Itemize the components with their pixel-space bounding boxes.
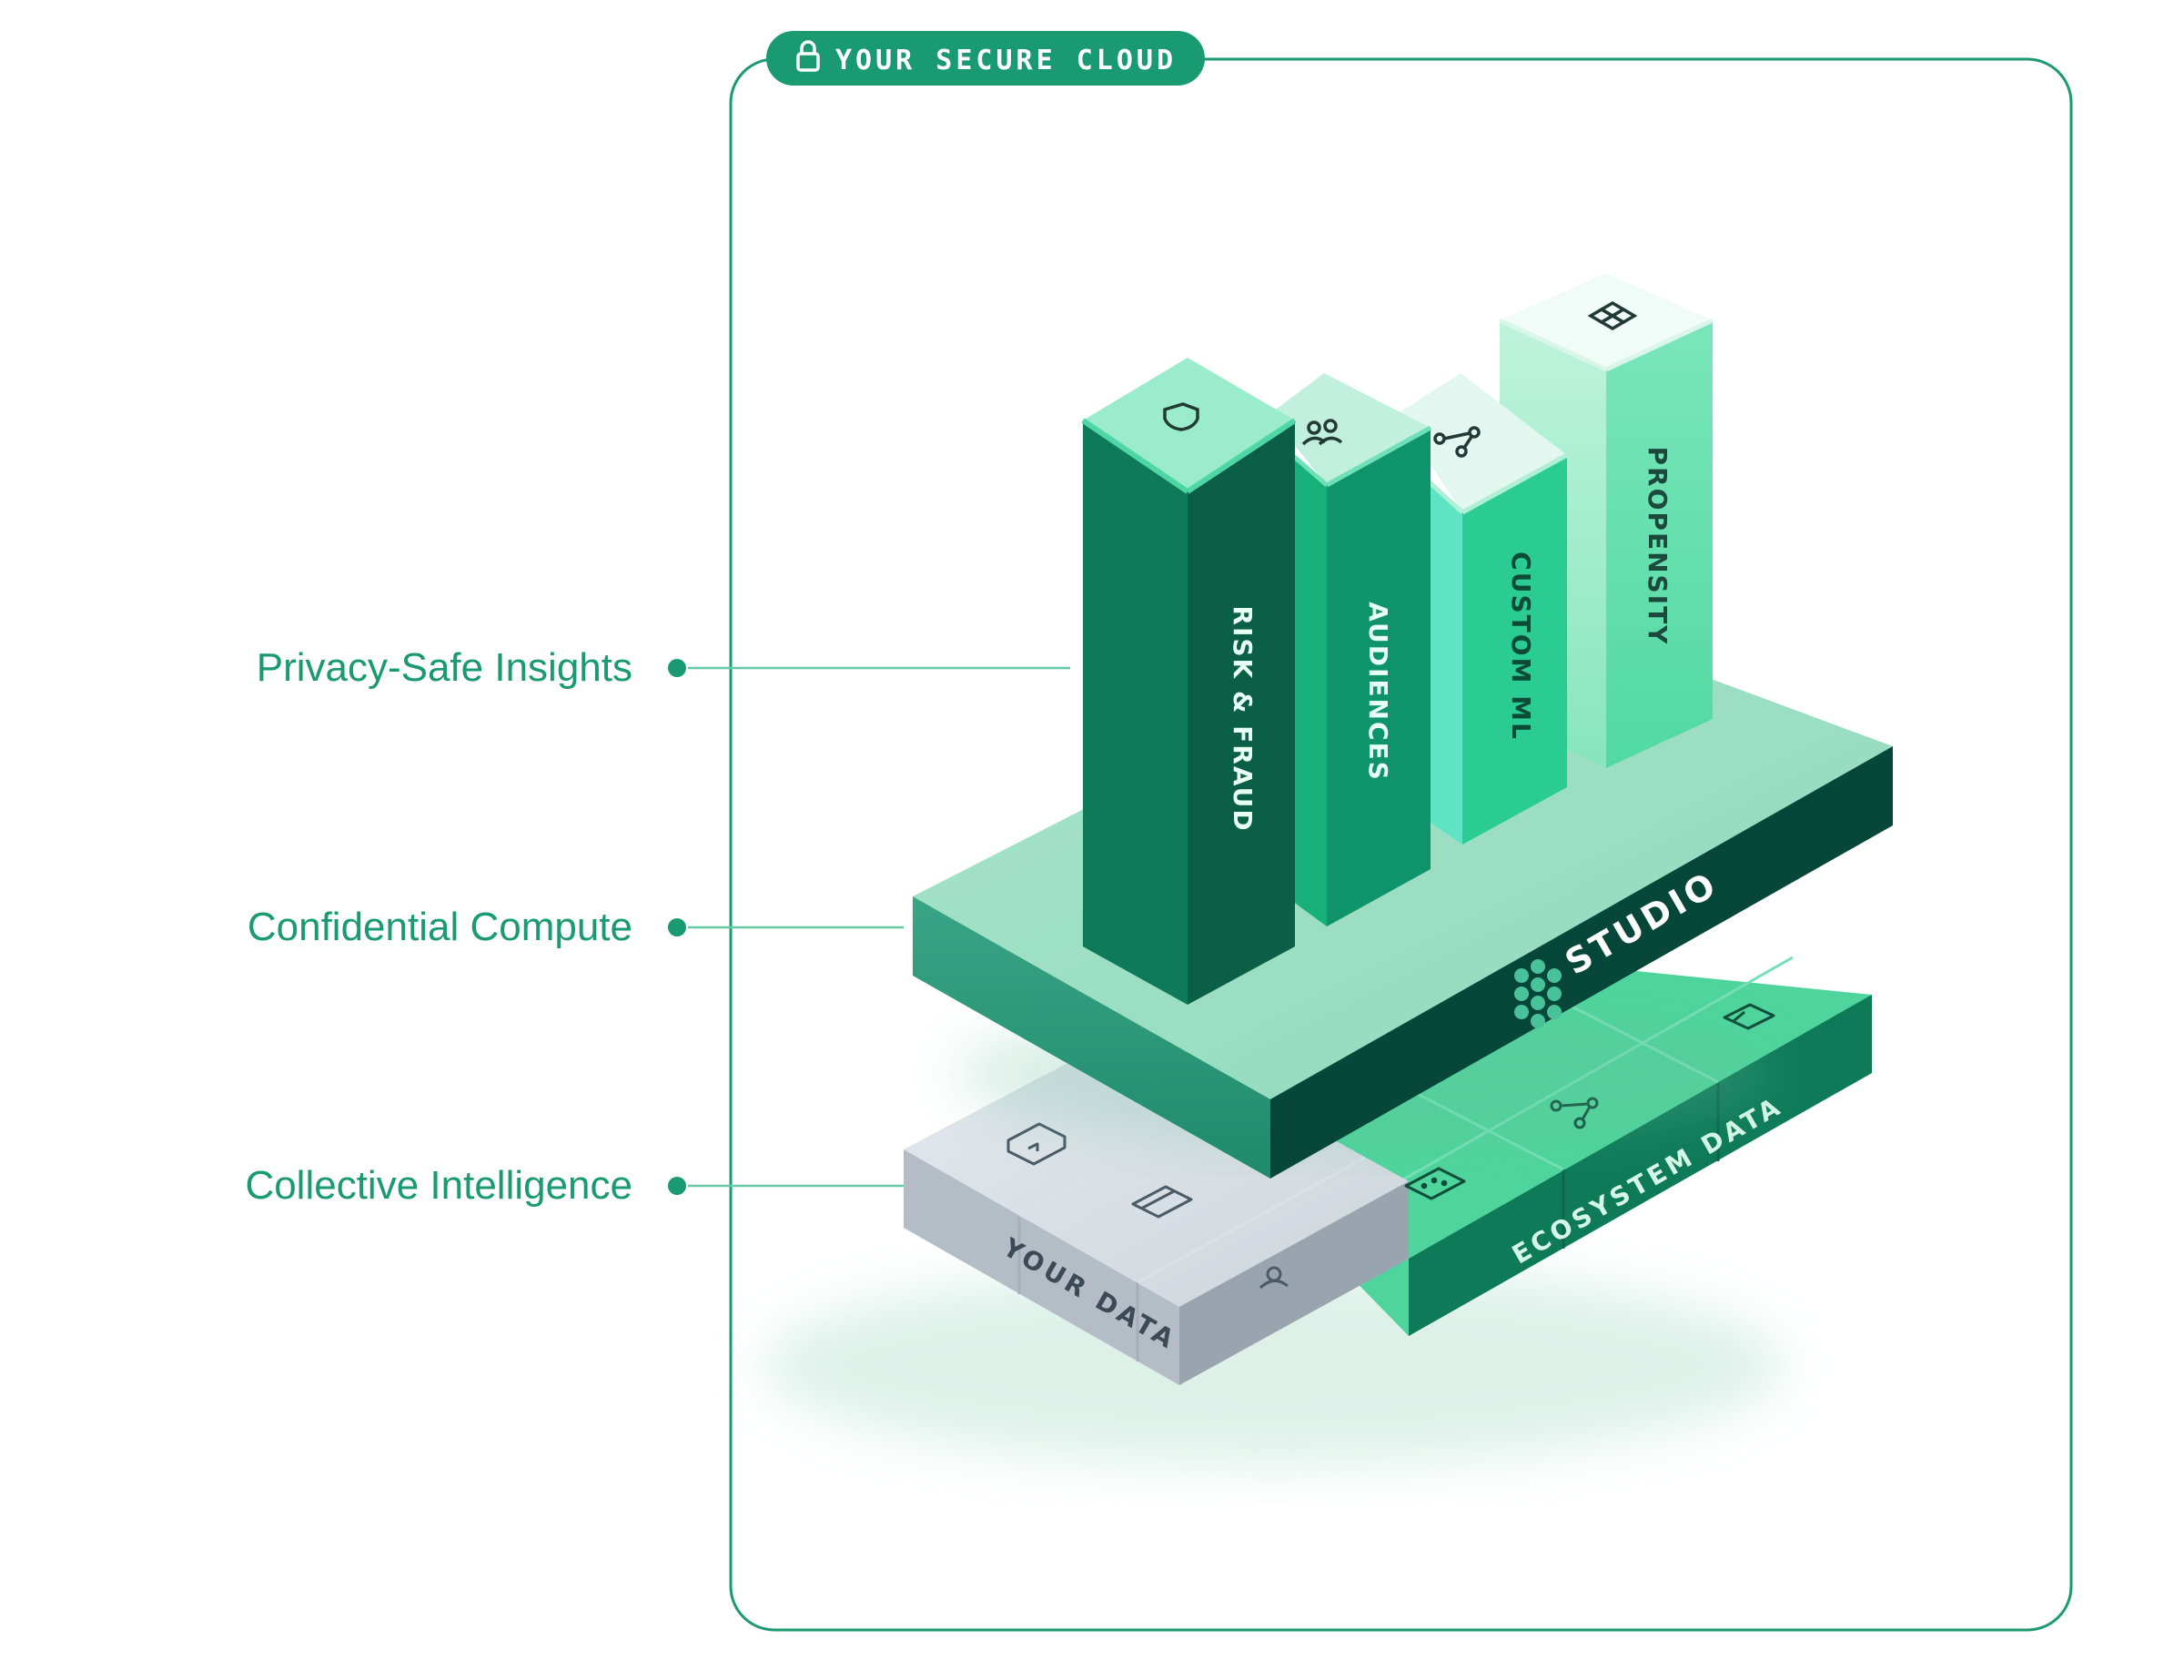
lock-icon [796, 40, 820, 72]
dots-logo-icon [1514, 959, 1562, 1028]
columns: PROPENSITY CUSTOM ML [1081, 273, 1714, 1005]
map-icon [1723, 1003, 1775, 1030]
layer-label-compute: Confidential Compute [248, 905, 904, 949]
connector-dot [668, 1177, 686, 1195]
people-icon [1301, 419, 1343, 446]
shield-icon [1163, 402, 1199, 431]
column-label: RISK & FRAUD [1228, 605, 1258, 832]
secure-cloud-badge: YOUR SECURE CLOUD [766, 31, 1205, 86]
column-risk-fraud: RISK & FRAUD [1081, 358, 1297, 1005]
person-icon [1259, 1266, 1289, 1290]
secure-cloud-frame [729, 57, 2073, 1632]
column-label: AUDIENCES [1363, 602, 1393, 782]
badge-label: YOUR SECURE CLOUD [835, 45, 1177, 76]
connector-dot [668, 918, 686, 936]
building-icon [1404, 1167, 1466, 1200]
layer-label-text: Privacy-Safe Insights [257, 645, 632, 690]
house-icon [1006, 1122, 1067, 1166]
layer-label-text: Collective Intelligence [245, 1163, 632, 1208]
column-audiences: AUDIENCES [1269, 373, 1432, 926]
layer-label-collective: Collective Intelligence [245, 1163, 910, 1208]
column-label: CUSTOM ML [1506, 552, 1536, 741]
column-label: PROPENSITY [1643, 447, 1673, 646]
connector-dot [668, 659, 686, 677]
card-icon [1131, 1185, 1193, 1219]
layer-label-text: Confidential Compute [248, 905, 632, 949]
layer-label-insights: Privacy-Safe Insights [257, 645, 1070, 690]
grid-icon [1587, 300, 1638, 331]
nodes-icon [1433, 426, 1481, 458]
column-custom-ml: CUSTOM ML [1397, 373, 1569, 845]
